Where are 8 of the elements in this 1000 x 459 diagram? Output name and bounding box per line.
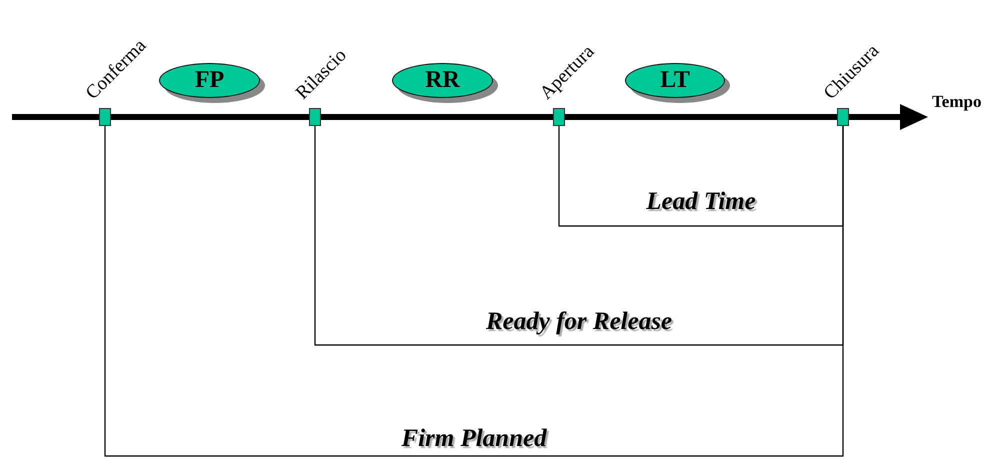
milestone-marker — [837, 108, 849, 126]
milestone-marker — [99, 108, 111, 126]
interval-bracket — [104, 126, 844, 457]
axis-label: Tempo — [932, 92, 982, 112]
milestone-marker — [309, 108, 321, 126]
interval-bracket — [314, 126, 844, 346]
interval-bracket — [558, 126, 844, 227]
milestone-marker — [553, 108, 565, 126]
